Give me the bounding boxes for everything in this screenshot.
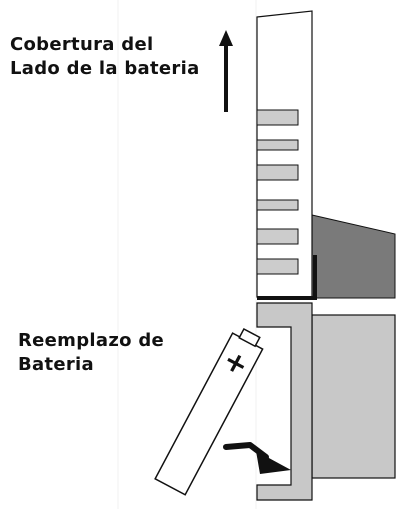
cover-label: Cobertura del Lado de la bateria [10,33,200,81]
cover-vent-slot [256,164,299,181]
cover-label-line1: Cobertura del [10,34,154,55]
battery-cell: + [154,327,264,496]
cover-vent-slot [256,199,299,211]
battery-label-line2: Bateria [18,354,94,375]
battery-label: Reemplazo de Bateria [18,329,164,377]
battery-compartment [256,302,313,501]
cover-vent-slot [256,228,299,245]
insertion-arrow-head [256,451,291,474]
cover-latch [257,255,317,300]
battery-label-line1: Reemplazo de [18,330,165,351]
battery-terminal [238,327,261,348]
cover-vent-slot [256,109,299,126]
device-housing-dark [311,214,396,299]
cover-vent-slot [256,258,299,275]
cover-vent-slot [256,139,299,151]
insertion-arrow-shaft [223,442,269,460]
cover-label-line2: Lado de la bateria [10,58,200,79]
battery-side-cover [256,10,313,298]
cover-direction-arrow-head [219,30,233,46]
device-housing-light [311,314,396,479]
